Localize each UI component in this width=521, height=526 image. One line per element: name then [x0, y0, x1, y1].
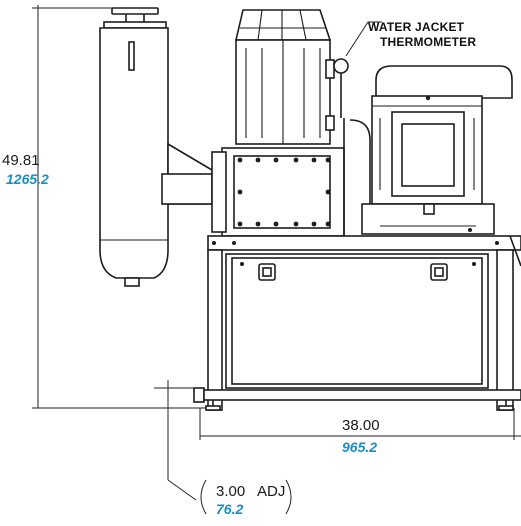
adjust-suffix-label: ADJ: [257, 483, 285, 500]
height-dimension: 49.81 1265.2: [2, 5, 210, 409]
base-frame: [193, 228, 521, 411]
width-imperial-label: 38.00: [342, 417, 380, 434]
thermometer: [333, 21, 382, 236]
callout-line-2: THERMOMETER: [380, 35, 476, 49]
electric-motor: [361, 65, 513, 235]
height-metric-label: 1265.2: [6, 171, 49, 187]
adjust-imperial-label: 3.00: [216, 483, 245, 500]
adjust-dimension: 3.00 ADJ 76.2: [154, 380, 292, 517]
vacuum-pump: [211, 9, 345, 237]
width-dimension: 38.00 965.2: [199, 408, 521, 455]
callout-line-1: WATER JACKET: [368, 20, 465, 34]
separator-tank: [99, 7, 213, 287]
adjust-metric-label: 76.2: [216, 501, 243, 517]
height-imperial-label: 49.81: [2, 152, 40, 169]
width-metric-label: 965.2: [342, 439, 377, 455]
